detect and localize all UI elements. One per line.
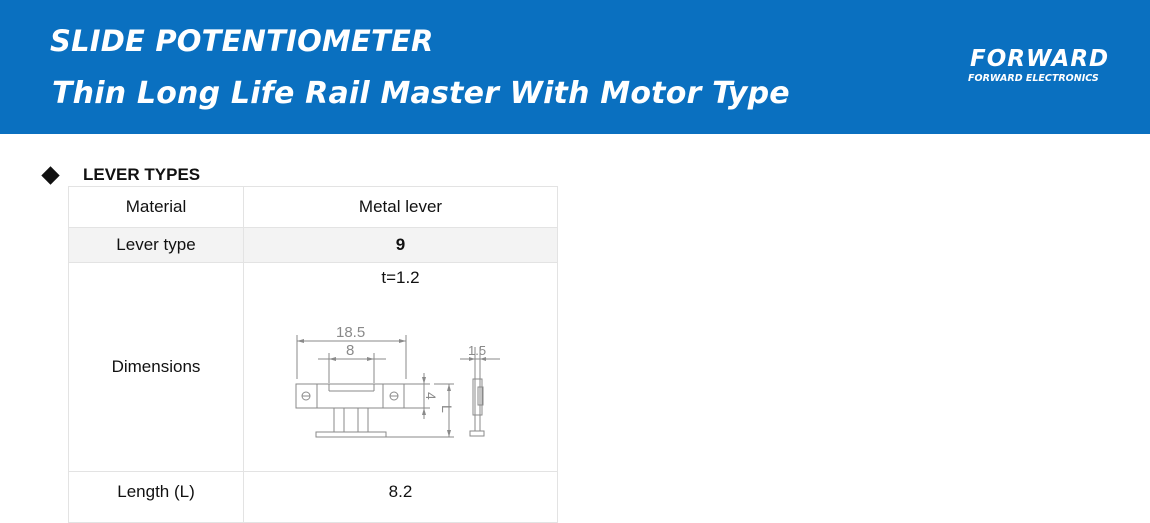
thickness-label: t=1.2 [381,268,420,287]
dim-side-label: 1.5 [468,343,486,358]
logo-brand-text: FORWARD [970,46,1110,72]
diamond-bullet-icon [41,165,60,185]
row-value-lever-type: 9 [243,227,558,263]
page-subtitle: Thin Long Life Rail Master With Motor Ty… [52,76,790,111]
header-banner: SLIDE POTENTIOMETER Thin Long Life Rail … [0,0,1150,134]
section-title: LEVER TYPES [83,165,201,184]
section-heading: LEVER TYPES [40,164,200,186]
row-value-length: 8.2 [243,471,558,523]
table-row: Lever type 9 [68,227,558,263]
row-label-lever-type: Lever type [68,227,244,263]
table-row: Dimensions t=1.2 18.5 8 [68,262,558,472]
table-row: Material Metal lever [68,186,558,228]
page-title: SLIDE POTENTIOMETER [50,24,434,58]
lever-spec-table: Material Metal lever Lever type 9 Dimens… [68,186,558,523]
lever-dimension-drawing: 18.5 8 [295,324,500,438]
logo-sub-text: FORWARD ELECTRONICS [968,73,1099,84]
row-label-length: Length (L) [68,471,244,523]
dim-width-label: 18.5 [336,324,365,341]
dim-length-label: L [439,405,455,413]
row-value-dimensions: t=1.2 18.5 8 [243,262,558,472]
row-label-material: Material [68,186,244,228]
dim-height-label: 4 [423,392,439,400]
table-row: Length (L) 8.2 [68,471,558,523]
row-label-dimensions: Dimensions [68,262,244,472]
brand-logo: FORWARD FORWARD ELECTRONICS [968,46,1110,90]
row-value-material: Metal lever [243,186,558,228]
dim-slot-label: 8 [346,342,354,359]
